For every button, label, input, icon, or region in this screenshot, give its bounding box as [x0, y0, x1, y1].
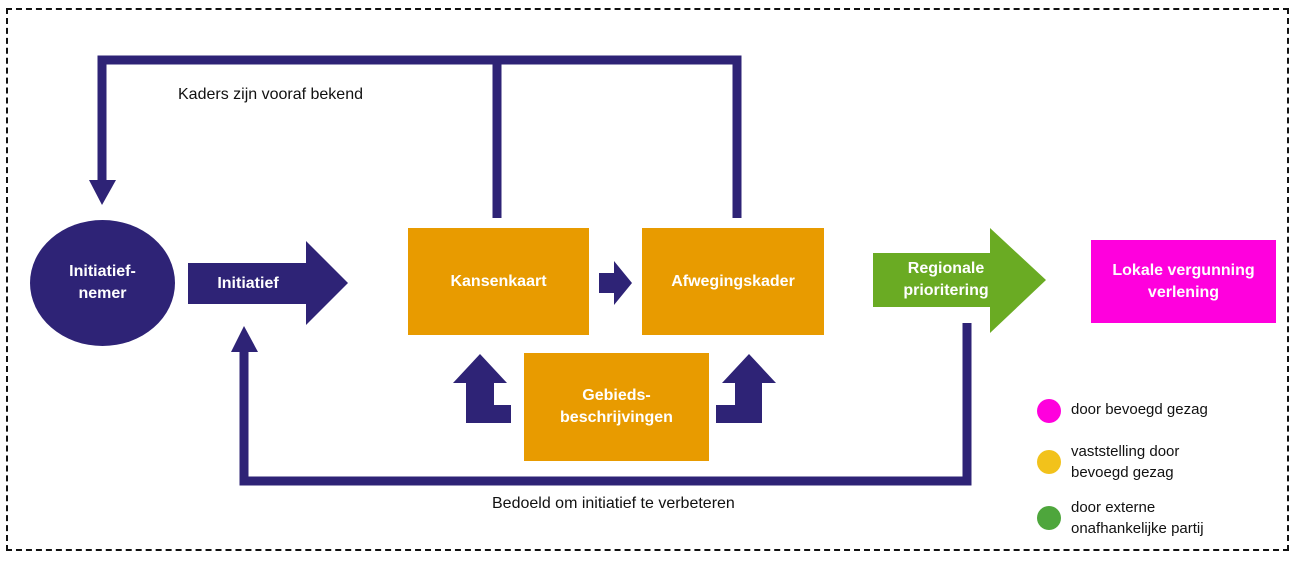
- legend-dot-yellow: [1037, 450, 1061, 474]
- gebiedsbeschrijvingen-label: Gebieds- beschrijvingen: [560, 387, 673, 426]
- legend-dot-magenta: [1037, 399, 1061, 423]
- top-feedback-loop: [97, 55, 742, 218]
- diagram-frame: [6, 8, 1289, 551]
- lokale-vergunning-label: Lokale vergunning verlening: [1112, 261, 1255, 301]
- loop-line-from-afwegingskader: [497, 55, 742, 218]
- legend-item-bevoegd-gezag: door bevoegd gezag: [1037, 399, 1208, 423]
- bottom-loop-arrowhead: [231, 326, 258, 352]
- afwegingskader-label: Afwegingskader: [671, 272, 795, 290]
- kansen-to-afwegings-arrow: [599, 261, 632, 305]
- regionale-prioritering-label: Regionale prioritering: [903, 260, 989, 299]
- top-loop-arrowhead: [89, 180, 116, 205]
- legend-item-externe-partij: door externe onafhankelijke partij: [1037, 497, 1204, 539]
- lokale-vergunning-node: Lokale vergunning verlening: [1091, 240, 1276, 323]
- initiatief-node: Initiatief: [190, 263, 306, 304]
- kansenkaart-label: Kansenkaart: [450, 272, 547, 290]
- regionale-prioritering-node: Regionale prioritering: [876, 253, 1016, 307]
- initiatief-label: Initiatief: [217, 274, 279, 292]
- legend-text: vaststelling door bevoegd gezag: [1071, 443, 1180, 481]
- gebiedsbeschrijvingen-node: Gebieds- beschrijvingen: [524, 353, 709, 461]
- afwegingskader-node: Afwegingskader: [642, 228, 824, 335]
- legend-dot-green: [1037, 506, 1061, 530]
- gebieds-to-afwegingskader-arrow: [716, 354, 776, 423]
- legend-text: door externe onafhankelijke partij: [1071, 499, 1204, 537]
- gebieds-to-kansenkaart-arrow: [453, 354, 511, 423]
- bottom-loop-label: Bedoeld om initiatief te verbeteren: [492, 495, 735, 512]
- initiatiefnemer-node: Initiatief- nemer: [30, 220, 175, 346]
- top-loop-label: Kaders zijn vooraf bekend: [178, 86, 363, 103]
- kansenkaart-node: Kansenkaart: [408, 228, 589, 335]
- regionale-prioritering-arrow: [873, 228, 1046, 333]
- legend-text: door bevoegd gezag: [1071, 401, 1208, 418]
- legend-item-vaststelling: vaststelling door bevoegd gezag: [1037, 441, 1179, 483]
- initiatiefnemer-label: Initiatief- nemer: [69, 263, 136, 302]
- initiatief-arrow: [188, 241, 348, 325]
- bottom-feedback-loop: [239, 323, 972, 486]
- loop-line-from-kansenkaart: [97, 55, 502, 218]
